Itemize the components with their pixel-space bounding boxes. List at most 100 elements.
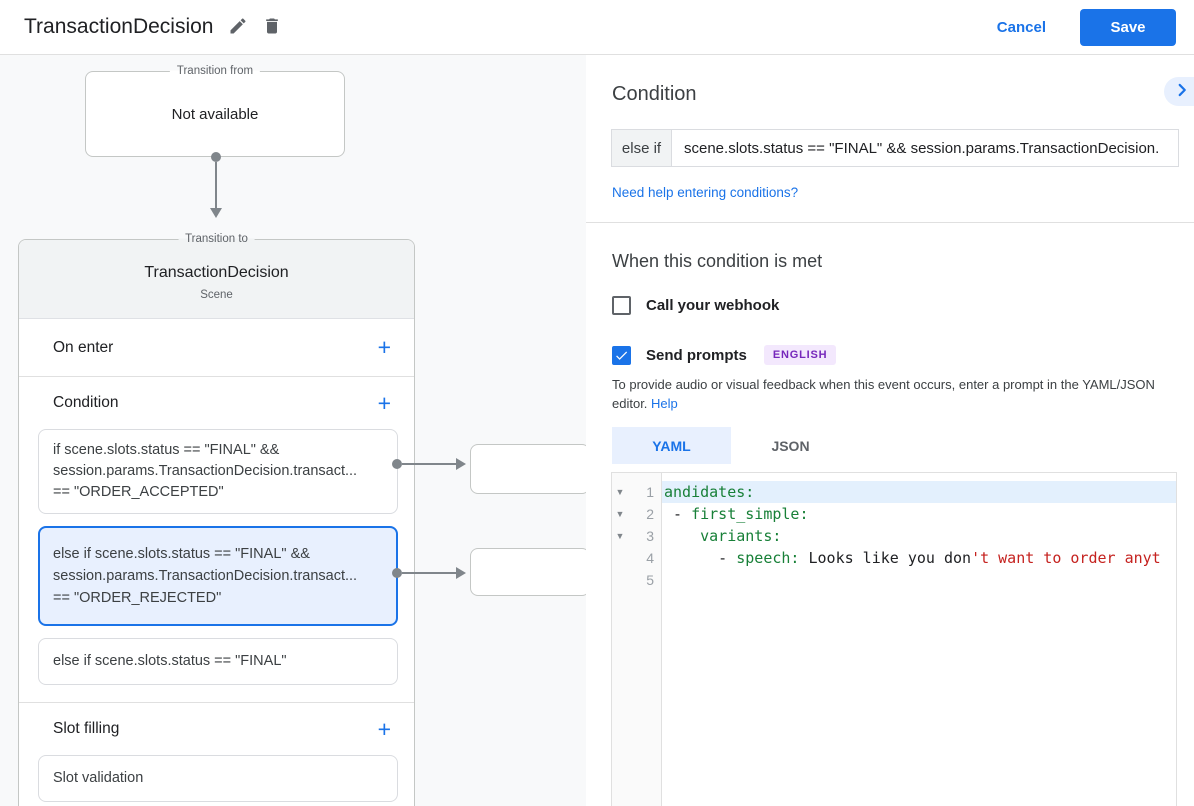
connector-dot <box>392 568 402 578</box>
delete-scene-button[interactable] <box>255 10 289 44</box>
slot-validation-card[interactable]: Slot validation <box>38 755 398 802</box>
slot-filling-section: Slot filling + Slot validation <box>19 703 414 806</box>
line-number: 3 <box>646 528 654 544</box>
condition-line: else if scene.slots.status == "FINAL" <box>53 653 287 669</box>
fold-arrow-icon[interactable]: ▼ <box>615 487 625 497</box>
panel-divider <box>586 222 1194 223</box>
code-text <box>662 569 1176 591</box>
yaml-code-editor[interactable]: ▼ 1 andidates: ▼ 2 - first_simple: ▼ <box>611 472 1177 806</box>
transition-from-box: Transition from Not available <box>85 65 345 157</box>
scene-type-label: Scene <box>200 289 233 301</box>
collapse-panel-button[interactable] <box>1164 77 1194 106</box>
code-text: - speech: Looks like you don't want to o… <box>662 547 1176 569</box>
gutter-cell: ▼ 3 <box>612 525 662 547</box>
call-webhook-label: Call your webhook <box>646 297 780 314</box>
code-text: - first_simple: <box>662 503 1176 525</box>
condition-line: else if scene.slots.status == "FINAL" && <box>53 546 310 562</box>
line-number: 4 <box>646 550 654 566</box>
transition-target-box-1[interactable] <box>470 444 590 494</box>
line-number: 5 <box>646 572 654 588</box>
tab-yaml[interactable]: YAML <box>612 427 731 464</box>
transition-target-box-2[interactable] <box>470 548 590 596</box>
transition-from-legend: Transition from <box>169 65 261 77</box>
save-button[interactable]: Save <box>1080 8 1176 46</box>
code-text: andidates: <box>662 481 1176 503</box>
code-line-4: 4 - speech: Looks like you don't want to… <box>612 547 1176 569</box>
connector-dot <box>211 152 221 162</box>
panel-title: Condition <box>612 83 697 105</box>
pencil-icon <box>228 16 248 39</box>
edit-scene-name-button[interactable] <box>221 10 255 44</box>
connector-line <box>402 572 456 574</box>
page-title: TransactionDecision <box>24 15 214 38</box>
yaml-plain-token: - <box>664 505 692 523</box>
call-webhook-row: Call your webhook <box>612 296 779 315</box>
slot-filling-section-head: Slot filling + <box>19 703 414 755</box>
condition-card-rejected-selected[interactable]: else if scene.slots.status == "FINAL" &&… <box>38 526 398 626</box>
condition-line: session.params.TransactionDecision.trans… <box>53 463 358 479</box>
prompt-description: To provide audio or visual feedback when… <box>612 375 1164 413</box>
line-number: 2 <box>646 506 654 522</box>
when-condition-met-title: When this condition is met <box>612 251 823 271</box>
condition-line: == "ORDER_REJECTED" <box>53 590 222 606</box>
condition-section-label: Condition <box>53 394 119 411</box>
connector-line <box>402 463 456 465</box>
condition-card-final[interactable]: else if scene.slots.status == "FINAL" <box>38 638 398 685</box>
tab-json[interactable]: JSON <box>771 437 810 454</box>
gutter-cell: ▼ 1 <box>612 481 662 503</box>
yaml-plain-token: - <box>664 549 737 567</box>
editor-format-tabs: YAML JSON <box>612 427 850 464</box>
editor-gutter <box>612 473 662 806</box>
cancel-button[interactable]: Cancel <box>996 18 1046 36</box>
condition-line: == "ORDER_ACCEPTED" <box>53 484 224 500</box>
gutter-cell: ▼ 2 <box>612 503 662 525</box>
condition-help-link[interactable]: Need help entering conditions? <box>612 185 799 200</box>
language-badge: ENGLISH <box>763 345 837 365</box>
on-enter-label: On enter <box>53 338 114 356</box>
send-prompts-checkbox[interactable] <box>612 345 631 365</box>
yaml-key-token: first_simple: <box>691 505 809 523</box>
condition-line: if scene.slots.status == "FINAL" && <box>53 442 280 458</box>
arrow-right-icon <box>456 567 466 579</box>
yaml-key-token: speech: <box>736 549 800 567</box>
call-webhook-checkbox[interactable] <box>612 296 631 315</box>
yaml-string-token: 't want to order anyt <box>971 549 1161 567</box>
arrow-right-icon <box>456 458 466 470</box>
condition-line: session.params.TransactionDecision.trans… <box>53 568 358 584</box>
add-condition-button[interactable]: + <box>377 389 391 416</box>
condition-card-accepted[interactable]: if scene.slots.status == "FINAL" && sess… <box>38 429 398 514</box>
condition-detail-panel: Condition else if Need help entering con… <box>586 55 1194 806</box>
scene-name: TransactionDecision <box>144 264 289 281</box>
yaml-key-token: andidates: <box>664 483 755 501</box>
flow-diagram-panel: Transition from Not available Transition… <box>0 55 590 806</box>
condition-prefix-label: else if <box>611 129 672 167</box>
condition-expression-input[interactable] <box>672 129 1179 167</box>
add-slot-button[interactable]: + <box>377 715 391 742</box>
arrow-down-icon <box>210 208 222 218</box>
yaml-plain-token <box>664 527 700 545</box>
fold-arrow-icon[interactable]: ▼ <box>615 531 625 541</box>
send-prompts-label: Send prompts <box>646 346 747 364</box>
scene-header: TransactionDecision Scene <box>19 240 414 319</box>
code-rows: ▼ 1 andidates: ▼ 2 - first_simple: ▼ <box>612 481 1176 591</box>
top-bar: TransactionDecision Cancel Save <box>0 0 1194 55</box>
code-text: variants: <box>662 525 1176 547</box>
chevron-right-icon <box>1164 79 1193 104</box>
fold-arrow-icon[interactable]: ▼ <box>615 509 625 519</box>
help-link[interactable]: Help <box>651 396 678 411</box>
condition-editor-row: else if <box>611 129 1179 167</box>
condition-section: Condition + if scene.slots.status == "FI… <box>19 377 414 703</box>
transition-to-card: Transition to TransactionDecision Scene … <box>18 233 415 806</box>
add-on-enter-button[interactable]: + <box>377 334 391 360</box>
yaml-key-token: variants: <box>700 527 782 545</box>
code-line-1: ▼ 1 andidates: <box>612 481 1176 503</box>
code-line-5: 5 <box>612 569 1176 591</box>
on-enter-row: On enter + <box>19 319 414 377</box>
prompt-description-text: To provide audio or visual feedback when… <box>612 377 1155 411</box>
check-icon <box>614 348 629 363</box>
gutter-cell: 4 <box>612 547 662 569</box>
yaml-plain-token: Looks like you don <box>799 549 972 567</box>
line-number: 1 <box>646 484 654 500</box>
send-prompts-row: Send prompts ENGLISH <box>612 345 837 365</box>
